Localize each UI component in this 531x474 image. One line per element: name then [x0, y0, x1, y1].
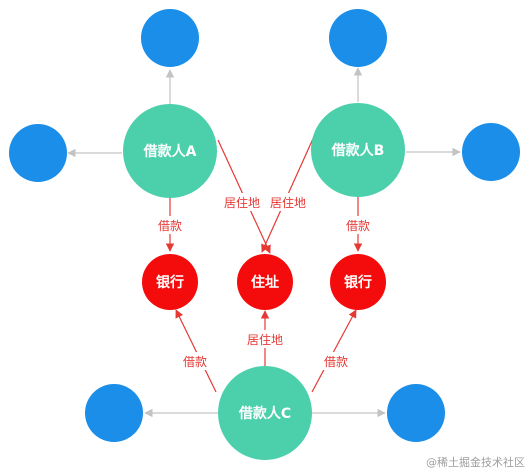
borrower-c-label: 借款人C: [238, 405, 291, 422]
address-node[interactable]: [237, 254, 293, 310]
outer-node-a-left[interactable]: [9, 124, 67, 182]
outer-node-c-right[interactable]: [387, 384, 445, 442]
borrower-nodes: 借款人A 借款人B 借款人C: [123, 103, 405, 460]
bank-left-label: 银行: [156, 274, 184, 291]
label-a-address: 居住地: [224, 196, 260, 210]
bank-left-node[interactable]: [142, 254, 198, 310]
red-edges: [165, 131, 363, 393]
label-b-address: 居住地: [270, 196, 306, 210]
label-b-bank: 借款: [346, 219, 370, 233]
borrower-b-label: 借款人B: [331, 142, 385, 159]
edge-c-bank-right: [311, 309, 357, 393]
outer-node-a-top[interactable]: [141, 9, 199, 67]
edge-labels: 借款 居住地 居住地 借款 居住地 借款 借款: [152, 193, 376, 370]
bank-right-label: 银行: [344, 274, 372, 291]
borrower-c-node[interactable]: [218, 366, 312, 460]
outer-node-c-left[interactable]: [85, 384, 143, 442]
red-nodes: 银行 住址 银行: [142, 254, 386, 310]
outer-node-b-right[interactable]: [462, 123, 520, 181]
label-a-bank: 借款: [158, 219, 182, 233]
outer-node-b-top[interactable]: [329, 9, 387, 67]
address-label: 住址: [251, 274, 279, 291]
edge-b-address: [261, 131, 317, 253]
label-c-bank-left: 借款: [183, 355, 207, 369]
watermark: @稀土掘金技术社区: [426, 456, 525, 469]
borrower-b-node[interactable]: [311, 103, 405, 197]
edge-c-bank-left: [175, 309, 217, 393]
gray-edges: [67, 67, 461, 418]
borrower-a-node[interactable]: [123, 104, 217, 198]
bank-right-node[interactable]: [330, 254, 386, 310]
label-c-bank-right: 借款: [324, 355, 348, 369]
borrower-a-label: 借款人A: [143, 143, 197, 160]
label-c-address: 居住地: [247, 333, 283, 347]
outer-nodes: [9, 9, 520, 442]
